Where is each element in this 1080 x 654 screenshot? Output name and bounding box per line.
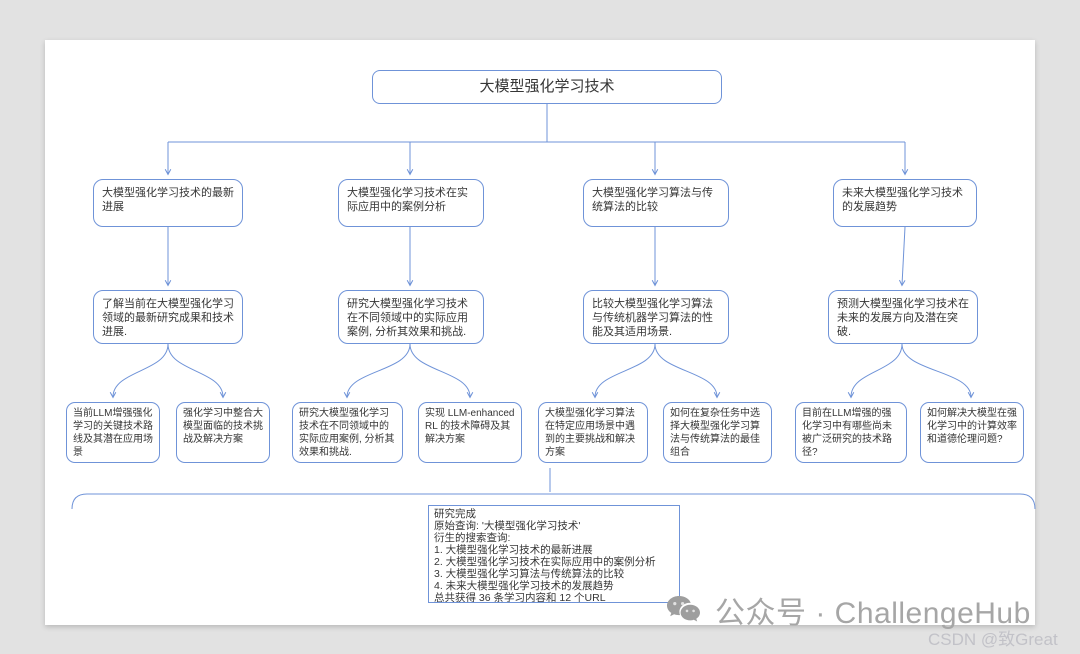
node-l2-latest-progress: 大模型强化学习技术的最新进展 xyxy=(93,179,243,227)
node-l2-future-trends: 未来大模型强化学习技术的发展趋势 xyxy=(833,179,977,227)
summary-line: 2. 大模型强化学习技术在实际应用中的案例分析 xyxy=(434,556,656,568)
node-l2-algorithm-comparison: 大模型强化学习算法与传统算法的比较 xyxy=(583,179,729,227)
node-l4-best-combination: 如何在复杂任务中选择大模型强化学习算法与传统算法的最佳组合 xyxy=(663,402,772,463)
summary-line: 3. 大模型强化学习算法与传统算法的比较 xyxy=(434,568,625,580)
node-l4-integration-challenges: 强化学习中整合大模型面临的技术挑战及解决方案 xyxy=(176,402,270,463)
node-l4-key-tech-routes: 当前LLM增强强化学习的关键技术路线及其潜在应用场景 xyxy=(66,402,160,463)
summary-line: 总共获得 36 条学习内容和 12 个URL xyxy=(434,592,606,603)
node-l3-research-results: 了解当前在大模型强化学习领域的最新研究成果和技术进展. xyxy=(93,290,243,344)
node-l3-application-cases: 研究大模型强化学习技术在不同领域中的实际应用案例, 分析其效果和挑战. xyxy=(338,290,484,344)
node-root: 大模型强化学习技术 xyxy=(372,70,722,104)
wechat-icon xyxy=(665,594,703,626)
watermark-wechat-label: 公众号 · ChallengeHub xyxy=(715,597,1031,630)
summary-line: 衍生的搜索查询: xyxy=(434,532,511,544)
watermark-wechat: 公众号 · ChallengeHub xyxy=(665,588,1031,632)
node-l2-case-analysis: 大模型强化学习技术在实际应用中的案例分析 xyxy=(338,179,484,227)
node-l3-future-breakthroughs: 预测大模型强化学习技术在未来的发展方向及潜在突破. xyxy=(828,290,978,344)
node-l4-unexplored-paths: 目前在LLM增强的强化学习中有哪些尚未被广泛研究的技术路径? xyxy=(795,402,907,463)
node-l4-efficiency-ethics: 如何解决大模型在强化学习中的计算效率和道德伦理问题? xyxy=(920,402,1024,463)
watermark-csdn-label: CSDN @致Great xyxy=(928,630,1058,649)
node-l3-performance-comparison: 比较大模型强化学习算法与传统机器学习算法的性能及其适用场景. xyxy=(583,290,729,344)
summary-line: 研究完成 xyxy=(434,508,476,520)
node-l4-domain-cases: 研究大模型强化学习技术在不同领域中的实际应用案例, 分析其效果和挑战. xyxy=(292,402,403,463)
research-summary-box: 研究完成 原始查询: '大模型强化学习技术' 衍生的搜索查询: 1. 大模型强化… xyxy=(428,505,680,603)
node-l4-scenario-challenges: 大模型强化学习算法在特定应用场景中遇到的主要挑战和解决方案 xyxy=(538,402,648,463)
summary-line: 4. 未来大模型强化学习技术的发展趋势 xyxy=(434,580,614,592)
summary-line: 原始查询: '大模型强化学习技术' xyxy=(434,520,581,532)
summary-line: 1. 大模型强化学习技术的最新进展 xyxy=(434,544,593,556)
node-l4-llm-enhanced-rl-obstacles: 实现 LLM-enhanced RL 的技术障碍及其解决方案 xyxy=(418,402,522,463)
